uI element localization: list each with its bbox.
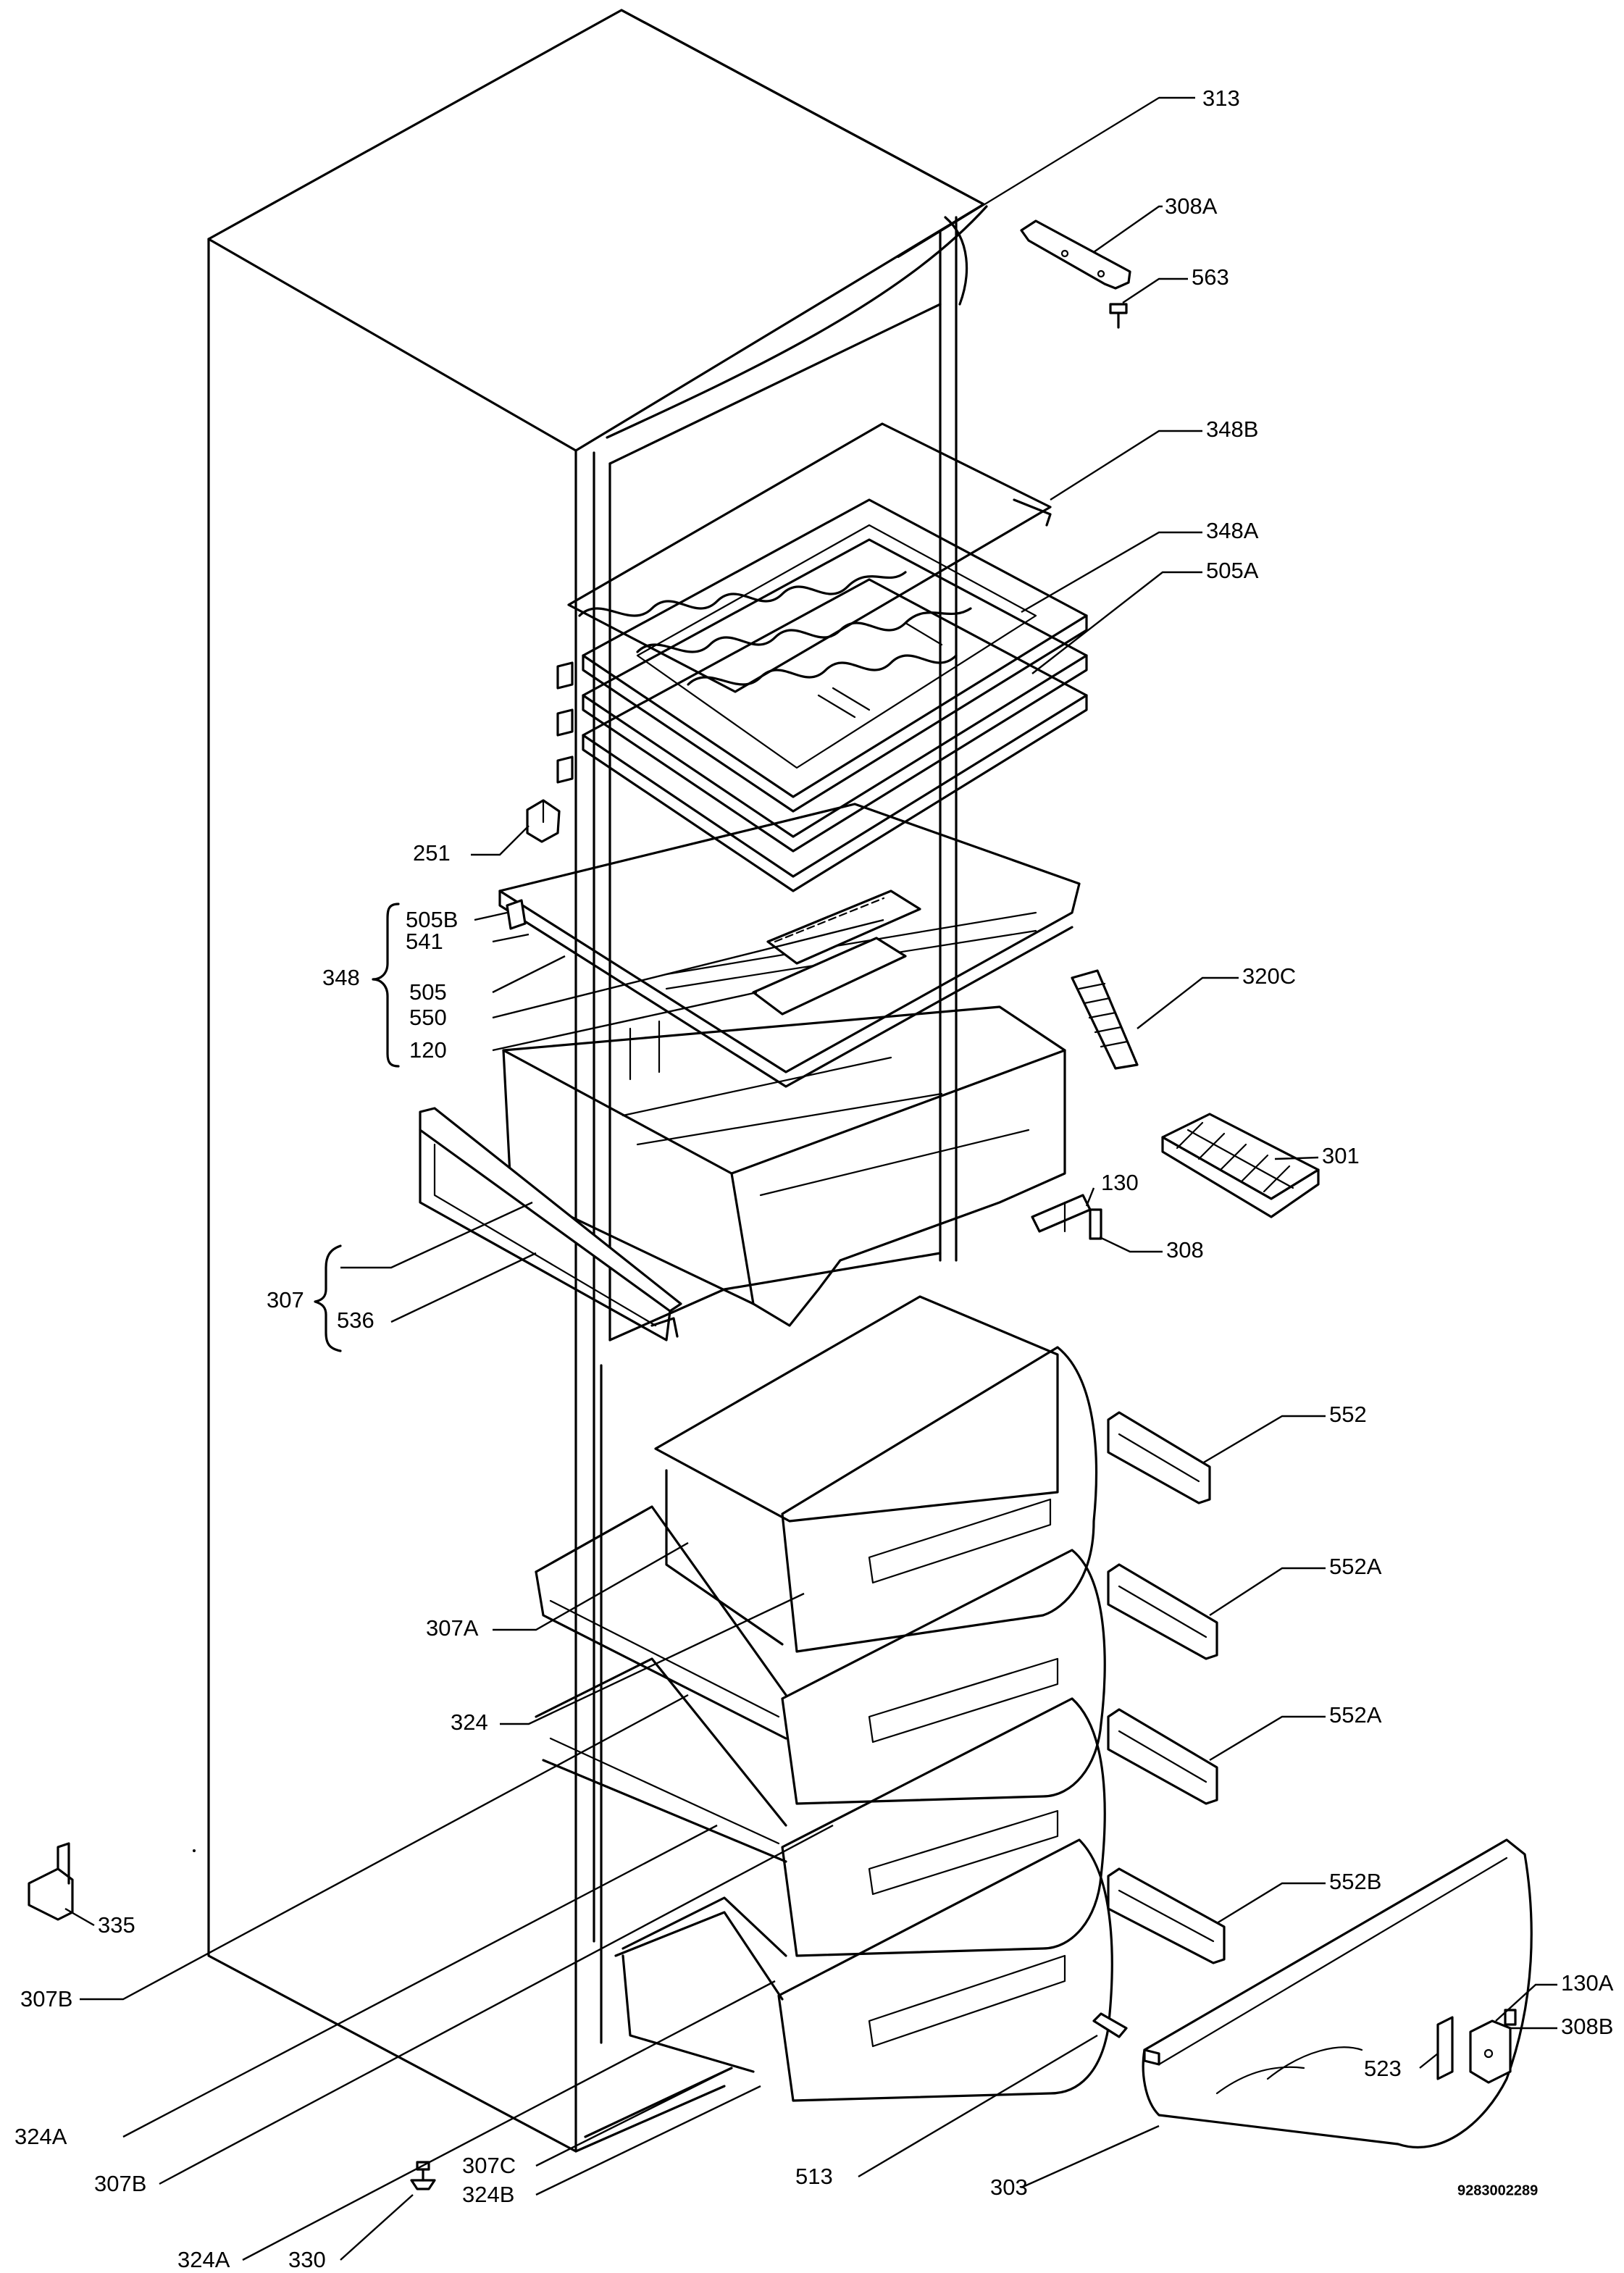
glass-shelf-third [582, 578, 1088, 892]
label-120: 120 [409, 1037, 447, 1063]
label-307c: 307C [462, 2153, 516, 2178]
label-552: 552 [1329, 1402, 1367, 1427]
label-552b: 552B [1329, 1869, 1381, 1894]
ice-cube-tray-301 [1161, 1113, 1320, 1218]
pin-513 [1092, 2012, 1128, 2038]
screw-563 [1109, 303, 1128, 329]
label-563: 563 [1192, 264, 1229, 290]
label-324a-upper: 324A [14, 2124, 67, 2149]
label-307: 307 [267, 1287, 304, 1313]
freezer-drawer-bottom [614, 1838, 1113, 2102]
cabinet-body [207, 9, 988, 2153]
reference-number: 9283002289 [1457, 2182, 1538, 2198]
glass-shelf-348a [582, 498, 1088, 813]
rail-552b [1107, 1867, 1226, 1964]
pin-308 [1089, 1208, 1102, 1240]
rail-552a-lower [1107, 1708, 1218, 1805]
brace-348 [372, 903, 400, 1068]
callout-labels: 313 308A 563 348B 348A 505A 251 505B 541… [14, 85, 1614, 2272]
label-307b-upper: 307B [20, 1986, 72, 2012]
hinge-308b [1469, 2009, 1517, 2084]
label-130: 130 [1101, 1170, 1139, 1195]
hinge-308a [1020, 219, 1131, 290]
shelf-support-2 [556, 708, 574, 737]
label-308: 308 [1166, 1237, 1204, 1263]
label-552a-lower: 552A [1329, 1702, 1382, 1728]
freezer-drawer-2 [535, 1549, 1106, 1863]
rail-552 [1107, 1411, 1211, 1504]
label-552a-upper: 552A [1329, 1554, 1382, 1579]
clip-251 [526, 799, 561, 843]
brace-307 [314, 1244, 342, 1352]
label-308a: 308A [1165, 193, 1218, 219]
label-130a: 130A [1561, 1970, 1614, 1996]
label-536: 536 [337, 1307, 374, 1333]
label-324b: 324B [462, 2182, 514, 2207]
label-330: 330 [288, 2247, 326, 2272]
label-251: 251 [413, 840, 451, 866]
freezer-drawer-upper [502, 1005, 1066, 1327]
label-303: 303 [990, 2174, 1028, 2200]
glass-shelf-505a [582, 538, 1088, 853]
crisper-drawer-324 [654, 1295, 1098, 1653]
leader-lines [64, 96, 1557, 2261]
label-335: 335 [98, 1912, 135, 1938]
label-324: 324 [451, 1709, 488, 1735]
label-523: 523 [1364, 2056, 1402, 2081]
label-348b: 348B [1206, 416, 1258, 442]
freezer-flap-307 [419, 1107, 682, 1341]
label-313: 313 [1202, 85, 1240, 111]
freezer-drawer-3 [621, 1697, 1106, 1957]
shelf-support-1 [556, 661, 574, 690]
vent-grille-320c [1071, 969, 1139, 1070]
label-324a-lower: 324A [177, 2247, 230, 2272]
label-348a: 348A [1206, 518, 1259, 543]
label-348: 348 [322, 965, 360, 990]
rail-552a-upper [1107, 1563, 1218, 1660]
label-505: 505 [409, 979, 447, 1005]
top-cover-313 [897, 96, 1160, 259]
shelf-support-3 [556, 755, 574, 784]
label-541: 541 [406, 929, 443, 954]
label-307a: 307A [426, 1615, 479, 1641]
label-513: 513 [795, 2164, 833, 2189]
cover-assembly-348 [498, 803, 1081, 1088]
label-550: 550 [409, 1005, 447, 1030]
label-307b-lower: 307B [94, 2171, 146, 2196]
label-308b: 308B [1561, 2014, 1613, 2039]
label-505b: 505B [406, 907, 458, 932]
label-320c: 320C [1242, 963, 1296, 989]
bracket-130 [1031, 1194, 1092, 1233]
plate-523 [1436, 2016, 1454, 2080]
label-301: 301 [1322, 1143, 1360, 1168]
base-plinth-303 [1142, 1838, 1533, 2149]
label-505a: 505A [1206, 558, 1259, 583]
